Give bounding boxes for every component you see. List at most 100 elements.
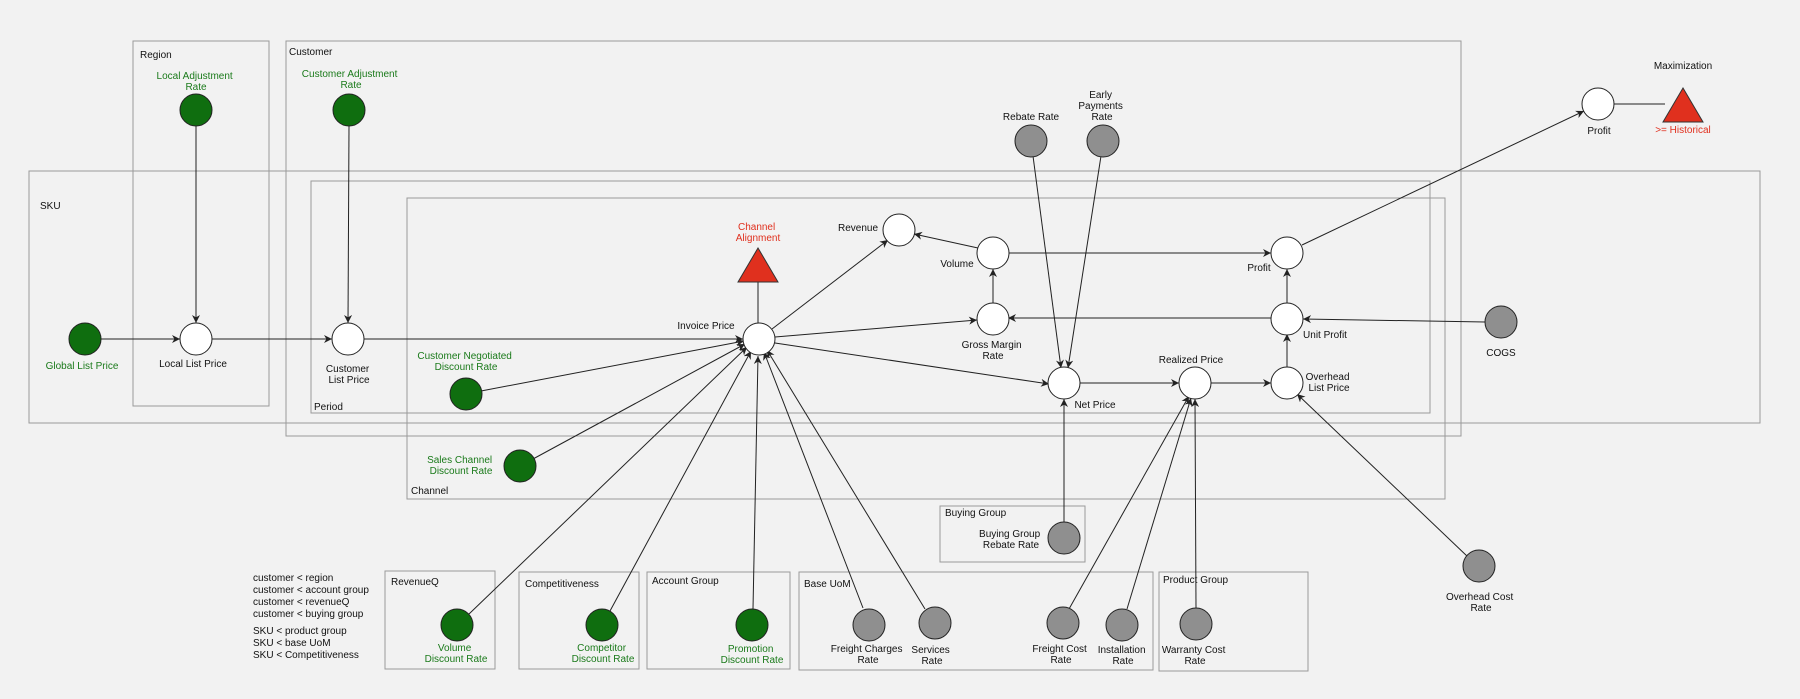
hierarchy-legend: customer < region customer < account gro… bbox=[253, 573, 369, 661]
label-maximization: Maximization bbox=[1654, 61, 1712, 72]
edge-negotiated-to-invoice bbox=[480, 338, 745, 392]
legend-line: customer < revenueQ bbox=[253, 597, 350, 608]
frame-product-group bbox=[1158, 571, 1309, 672]
node-freight-cost-rate[interactable] bbox=[1046, 606, 1080, 640]
label-installation-rate: Installation Rate bbox=[1098, 645, 1149, 667]
label-local-adjustment-rate: Local Adjustment Rate bbox=[157, 71, 236, 93]
node-sales-channel-discount-rate[interactable] bbox=[503, 449, 537, 483]
node-customer-list-price[interactable] bbox=[331, 322, 365, 356]
label-profit-inner: Profit bbox=[1247, 263, 1271, 274]
legend-line: SKU < Competitiveness bbox=[253, 650, 359, 661]
node-volume-discount-rate[interactable] bbox=[440, 608, 474, 642]
label-rebate-rate: Rebate Rate bbox=[1003, 112, 1060, 123]
legend-line: customer < account group bbox=[253, 585, 369, 596]
edge-cogs-to-unitprofit bbox=[1302, 315, 1486, 324]
node-unit-profit[interactable] bbox=[1270, 302, 1304, 336]
edge-freightcharges-to-invoice bbox=[763, 351, 864, 609]
node-buying-group-rebate-rate[interactable] bbox=[1047, 521, 1081, 555]
legend-line: SKU < base UoM bbox=[253, 638, 331, 649]
frame-account-group bbox=[646, 571, 791, 670]
node-gross-margin-rate[interactable] bbox=[976, 302, 1010, 336]
node-rebate-rate[interactable] bbox=[1014, 124, 1048, 158]
edge-saleschannel-to-invoice bbox=[532, 343, 746, 460]
label-customer-list-price: Customer List Price bbox=[326, 364, 372, 386]
edge-volumediscount-to-invoice bbox=[468, 346, 748, 615]
node-revenue[interactable] bbox=[882, 213, 916, 247]
node-net-price[interactable] bbox=[1047, 366, 1081, 400]
node-historical-constraint[interactable] bbox=[1662, 87, 1704, 123]
edge-services-to-invoice bbox=[766, 349, 926, 610]
node-labels: Global List Price Local Adjustment Rate … bbox=[46, 61, 1713, 667]
group-label-channel: Channel bbox=[411, 486, 448, 497]
group-label-period: Period bbox=[314, 402, 343, 413]
node-realized-price[interactable] bbox=[1178, 366, 1212, 400]
frame-region bbox=[132, 40, 270, 407]
label-overhead-cost-rate: Overhead Cost Rate bbox=[1446, 592, 1516, 614]
node-overhead-list-price[interactable] bbox=[1270, 366, 1304, 400]
node-customer-negotiated-discount-rate[interactable] bbox=[449, 377, 483, 411]
node-profit-outer[interactable] bbox=[1581, 87, 1615, 121]
edge-freightcost-to-realized bbox=[1068, 395, 1190, 610]
node-global-list-price[interactable] bbox=[68, 322, 102, 356]
label-unit-profit: Unit Profit bbox=[1303, 330, 1347, 341]
label-local-list-price: Local List Price bbox=[159, 359, 227, 370]
edge-volume-to-revenue bbox=[913, 231, 979, 249]
label-customer-adjustment-rate: Customer Adjustment Rate bbox=[302, 69, 400, 91]
node-early-payments-rate[interactable] bbox=[1086, 124, 1120, 158]
group-label-base-uom: Base UoM bbox=[804, 579, 851, 590]
label-global-list-price: Global List Price bbox=[46, 361, 119, 372]
label-volume-discount-rate: Volume Discount Rate bbox=[425, 643, 488, 665]
label-customer-negotiated-discount-rate: Customer Negotiated Discount Rate bbox=[417, 351, 514, 373]
node-freight-charges-rate[interactable] bbox=[852, 608, 886, 642]
node-invoice-price[interactable] bbox=[742, 322, 776, 356]
node-competitor-discount-rate[interactable] bbox=[585, 608, 619, 642]
node-installation-rate[interactable] bbox=[1105, 608, 1139, 642]
frame-channel bbox=[406, 197, 1446, 500]
label-overhead-list-price: Overhead List Price bbox=[1306, 372, 1353, 394]
edge-overheadcost-to-overhead bbox=[1296, 393, 1469, 558]
node-overhead-cost-rate[interactable] bbox=[1462, 549, 1496, 583]
node-cogs[interactable] bbox=[1484, 305, 1518, 339]
edge-warranty-to-realized bbox=[1191, 398, 1200, 609]
edge-competitor-to-invoice bbox=[609, 350, 752, 612]
node-profit-inner[interactable] bbox=[1270, 236, 1304, 270]
label-competitor-discount-rate: Competitor Discount Rate bbox=[572, 643, 635, 665]
label-profit-outer: Profit bbox=[1587, 126, 1611, 137]
edge-profit-to-profit bbox=[1301, 110, 1585, 246]
legend-line: SKU < product group bbox=[253, 626, 347, 637]
edge-installation-to-realized bbox=[1126, 397, 1193, 610]
edge-promotion-to-invoice bbox=[752, 355, 762, 610]
legend-line: customer < buying group bbox=[253, 609, 364, 620]
label-cogs: COGS bbox=[1486, 348, 1516, 359]
node-customer-adjustment-rate[interactable] bbox=[332, 93, 366, 127]
node-services-rate[interactable] bbox=[918, 606, 952, 640]
frame-competitiveness bbox=[518, 571, 640, 670]
legend-line: customer < region bbox=[253, 573, 333, 584]
label-sales-channel-discount-rate: Sales Channel Discount Rate bbox=[427, 455, 495, 477]
edge-invoice-to-revenue bbox=[771, 239, 889, 330]
node-warranty-cost-rate[interactable] bbox=[1179, 607, 1213, 641]
edge-rebate-to-netprice bbox=[1032, 155, 1064, 369]
frame-period bbox=[310, 180, 1431, 414]
node-volume[interactable] bbox=[976, 236, 1010, 270]
label-freight-cost-rate: Freight Cost Rate bbox=[1032, 644, 1089, 666]
label-gross-margin-rate: Gross Margin Rate bbox=[962, 340, 1025, 362]
frame-base-uom bbox=[798, 571, 1154, 671]
node-channel-alignment-constraint[interactable] bbox=[737, 247, 779, 283]
node-local-adjustment-rate[interactable] bbox=[179, 93, 213, 127]
label-promotion-discount-rate: Promotion Discount Rate bbox=[721, 644, 784, 666]
frame-customer bbox=[285, 40, 1462, 437]
label-freight-charges-rate: Freight Charges Rate bbox=[831, 644, 905, 666]
edge-earlypay-to-netprice bbox=[1065, 155, 1102, 369]
label-invoice-price: Invoice Price bbox=[677, 321, 735, 332]
label-revenue: Revenue bbox=[838, 223, 878, 234]
node-local-list-price[interactable] bbox=[179, 322, 213, 356]
group-label-customer: Customer bbox=[289, 47, 333, 58]
group-label-account-group: Account Group bbox=[652, 576, 719, 587]
nodes bbox=[68, 87, 1704, 642]
frame-buying-group bbox=[939, 505, 1086, 563]
frame-sku bbox=[28, 170, 1761, 424]
node-promotion-discount-rate[interactable] bbox=[735, 608, 769, 642]
label-realized-price: Realized Price bbox=[1159, 355, 1224, 366]
